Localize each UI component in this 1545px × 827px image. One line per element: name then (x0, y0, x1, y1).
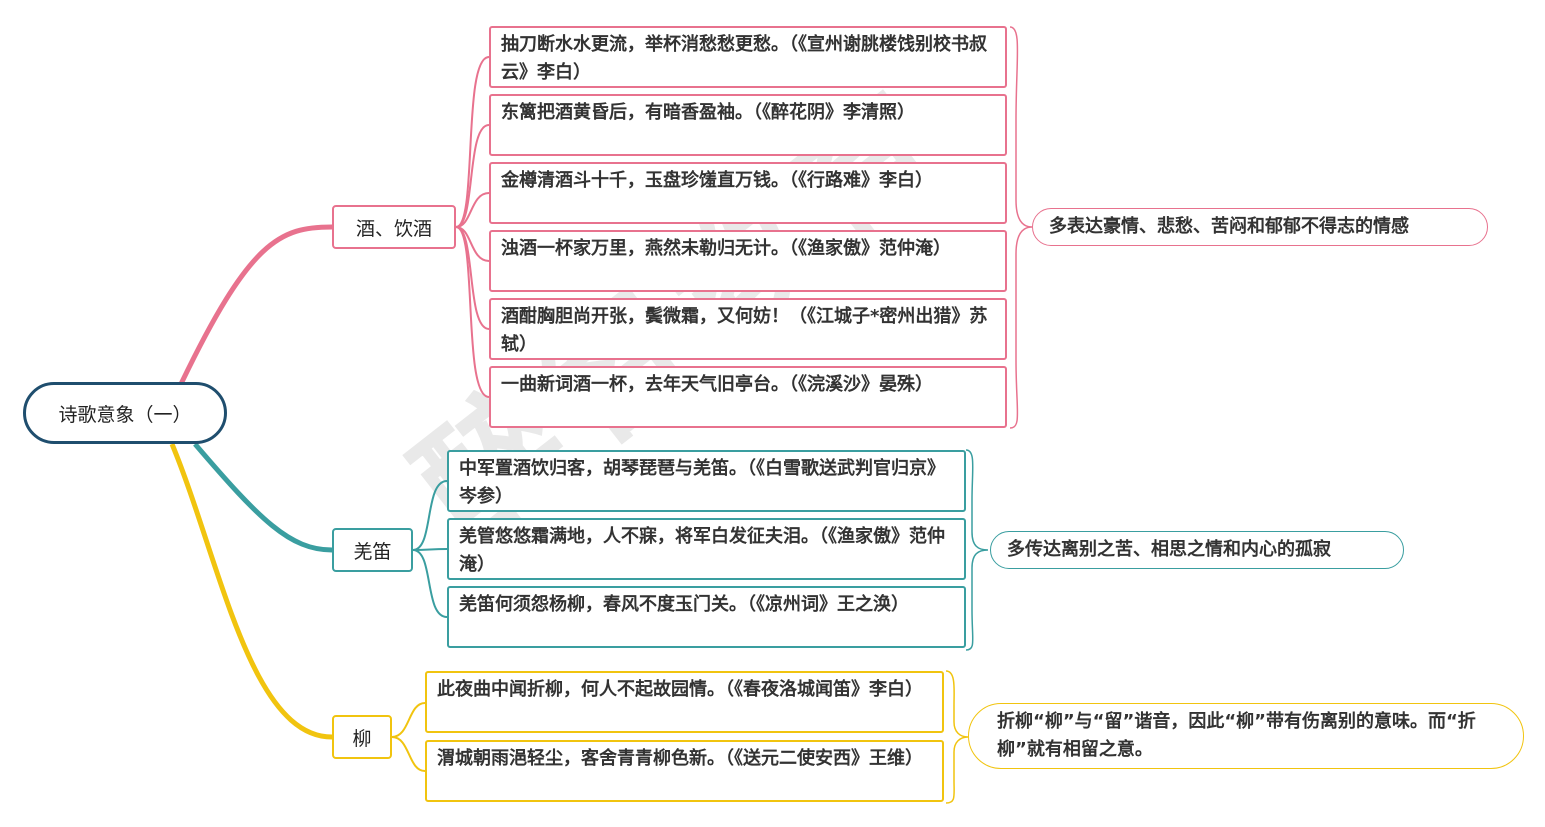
connector-willow-leaves (391, 702, 426, 772)
bracket-willow (945, 670, 969, 804)
branch-willow[interactable]: 柳 (332, 715, 392, 759)
branch-flute[interactable]: 羌笛 (332, 528, 413, 572)
branch-wine[interactable]: 酒、饮酒 (332, 205, 456, 249)
connector-flute-leaves (412, 480, 448, 618)
connector-root-willow (169, 443, 333, 740)
leaf-flute-2[interactable]: 羌管悠悠霜满地，人不寐，将军白发征夫泪。（《渔家傲》范仲淹） (447, 518, 966, 580)
leaf-flute-1[interactable]: 中军置酒饮归客，胡琴琵琶与羌笛。（《白雪歌送武判官归京》岑参） (447, 450, 966, 512)
leaf-willow-2[interactable]: 渭城朝雨浥轻尘，客舍青青柳色新。（《送元二使安西》王维） (425, 740, 944, 802)
summary-willow[interactable]: 折柳“柳”与“留”谐音，因此“柳”带有伤离别的意味。而“折柳”就有相留之意。 (968, 703, 1524, 769)
leaf-willow-1[interactable]: 此夜曲中闻折柳，何人不起故园情。（《春夜洛城闻笛》李白） (425, 671, 944, 733)
summary-flute[interactable]: 多传达离别之苦、相思之情和内心的孤寂 (990, 531, 1404, 569)
bracket-wine (1009, 26, 1033, 429)
leaf-wine-1[interactable]: 抽刀断水水更流，举杯消愁愁更愁。（《宣州谢朓楼饯别校书叔云》李白） (489, 26, 1007, 88)
connector-wine-leaves (455, 56, 490, 398)
leaf-wine-2[interactable]: 东篱把酒黄昏后，有暗香盈袖。（《醉花阴》李清照） (489, 94, 1007, 156)
leaf-wine-3[interactable]: 金樽清酒斗十千，玉盘珍馐直万钱。（《行路难》李白） (489, 162, 1007, 224)
root-node[interactable]: 诗歌意象（一） (23, 382, 227, 444)
leaf-wine-6[interactable]: 一曲新词酒一杯，去年天气旧亭台。（《浣溪沙》晏殊） (489, 366, 1007, 428)
leaf-wine-5[interactable]: 酒酣胸胆尚开张，鬓微霜，又何妨！（《江城子*密州出猎》苏轼） (489, 298, 1007, 360)
leaf-flute-3[interactable]: 羌笛何须怨杨柳，春风不度玉门关。（《凉州词》王之涣） (447, 586, 966, 648)
bracket-flute (965, 449, 989, 651)
summary-wine[interactable]: 多表达豪情、悲愁、苦闷和郁郁不得志的情感 (1032, 208, 1488, 246)
connector-root-flute (193, 442, 333, 553)
connector-root-wine (177, 224, 333, 388)
leaf-wine-4[interactable]: 浊酒一杯家万里，燕然未勒归无计。（《渔家傲》范仲淹） (489, 230, 1007, 292)
